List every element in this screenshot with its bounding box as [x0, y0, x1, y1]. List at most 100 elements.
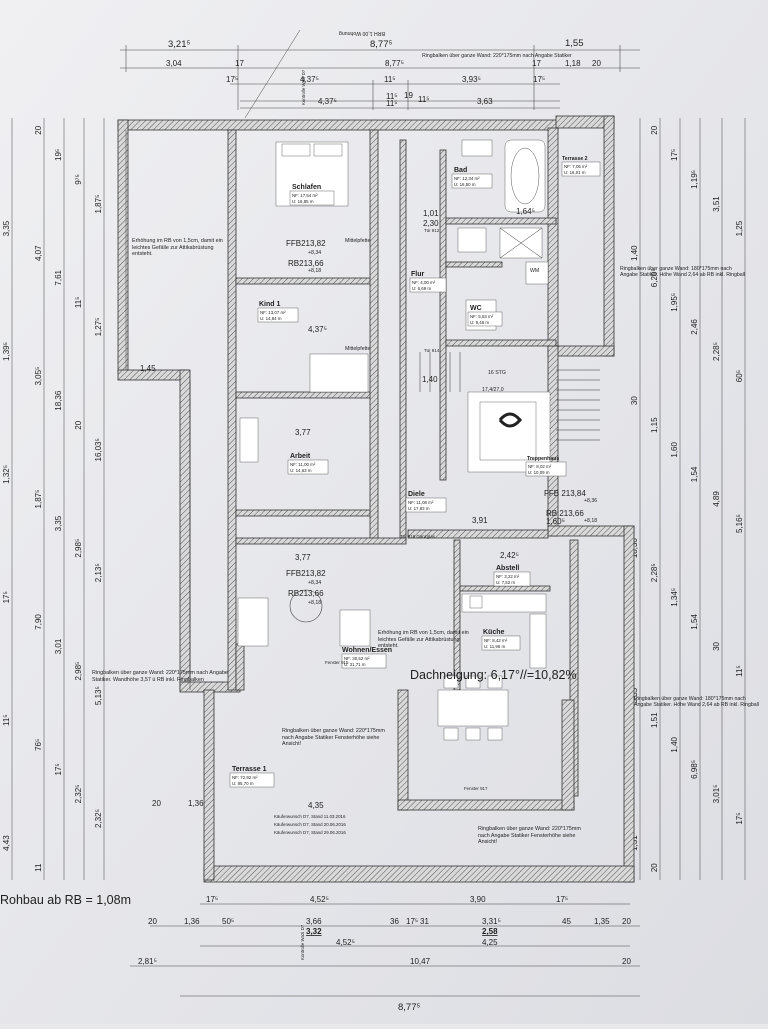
room-arbeit: Arbeit NF: 11,00 m² U: 14,63 m [287, 453, 329, 475]
right-dim-23: 5,35 [630, 687, 639, 703]
dim-r3-3: 11⁵ [384, 75, 396, 84]
svg-text:+8,34: +8,34 [308, 250, 321, 256]
dim-r2-3: 8,77⁵ [385, 59, 404, 68]
svg-text:NF: 13,07 m²: NF: 13,07 m² [260, 310, 286, 315]
dim-r5-3: 3,63 [477, 97, 493, 106]
svg-text:RB213,66: RB213,66 [288, 589, 324, 598]
svg-text:1,40: 1,40 [422, 375, 438, 384]
svg-text:3,31⁵: 3,31⁵ [482, 917, 501, 926]
svg-text:45: 45 [562, 917, 571, 926]
right-dim-27: 3,01⁵ [712, 785, 721, 804]
room-kueche: Küche NF: 8,42 m² U: 11,96 m [481, 629, 521, 651]
svg-text:NF: 4,00 m²: NF: 4,00 m² [412, 280, 436, 285]
svg-text:Treppenhaus: Treppenhaus [527, 456, 559, 462]
left-dim-23: 5,13⁵ [94, 686, 103, 705]
left-dim-26: 17⁵ [54, 763, 63, 775]
svg-text:U: 16,01 m: U: 16,01 m [564, 170, 586, 175]
interior-walls [235, 129, 557, 691]
svg-text:Arbeit: Arbeit [290, 453, 311, 460]
svg-text:RB213,66: RB213,66 [288, 259, 324, 268]
svg-text:3,90: 3,90 [470, 895, 486, 904]
right-dim-13: 1,60 [670, 442, 679, 458]
svg-text:17⁵: 17⁵ [406, 917, 418, 926]
fenster-917: Fenster 917 [464, 786, 488, 791]
svg-text:U: 17,83 m: U: 17,83 m [408, 506, 430, 511]
svg-text:U: 31,71 m: U: 31,71 m [344, 662, 366, 667]
dim-r2-1: 3,04 [166, 59, 182, 68]
room-kind-1: Kind 1 NF: 13,07 m² U: 14,84 m [257, 301, 299, 323]
svg-text:50⁵: 50⁵ [222, 917, 234, 926]
outer-walls [117, 115, 635, 883]
dim-r4-2: 19 [404, 91, 413, 100]
dim-r3-2: 4,37⁵ [300, 75, 319, 84]
room-wc: WC NF: 5,53 m² U: 9,46 m [467, 305, 503, 327]
bottom-dimension-chain: 17⁵ 4,52⁵ 3,90 17⁵ 20 1,36 50⁵ 3,66 36 1… [130, 895, 640, 1013]
left-dim-13: 16,03⁵ [94, 438, 103, 461]
dim-r4-3: 11⁵ [418, 95, 430, 104]
fenster-915: Fenster 915 [325, 660, 349, 665]
svg-text:U: 14,63 m: U: 14,63 m [290, 468, 312, 473]
room-terrasse-2: Terrasse 2 NF: 7,05 m² U: 16,01 m [561, 156, 601, 177]
room-treppenhaus: Treppenhaus NF: 8,02 m² U: 10,09 m [525, 456, 567, 477]
right-dim-10: 60⁵ [735, 370, 744, 382]
right-dim-8: 2,46 [690, 319, 699, 335]
left-dim-14: 1,32⁵ [2, 465, 11, 484]
svg-text:17⁵: 17⁵ [556, 895, 568, 904]
svg-text:4,37⁵: 4,37⁵ [308, 325, 327, 334]
svg-text:NF: 11,08 m²: NF: 11,08 m² [408, 500, 434, 505]
svg-text:Kind 1: Kind 1 [259, 301, 280, 308]
right-dim-29: 1,31 [630, 835, 639, 851]
tuer-916: Tür 916 Ganzglas [400, 534, 436, 539]
left-dim-27: 2,32⁵ [74, 785, 83, 804]
svg-text:20: 20 [622, 917, 631, 926]
dim-r5-1: 4,37⁵ [318, 97, 337, 106]
right-dim-28: 17⁵ [735, 812, 744, 824]
left-dim-8: 1,27⁵ [94, 317, 103, 336]
dim-top-1: 3,21⁵ [168, 39, 190, 50]
room-labels: Schlafen NF: 17,54 m² U: 16,85 m Bad NF:… [229, 156, 601, 788]
right-dim-5: 1,40 [630, 245, 639, 261]
svg-text:4,52⁵: 4,52⁵ [336, 938, 355, 947]
svg-text:U: 14,84 m: U: 14,84 m [260, 316, 282, 321]
svg-text:4,25: 4,25 [482, 938, 498, 947]
svg-text:+8,34: +8,34 [308, 580, 321, 586]
room-diele: Diele NF: 11,08 m² U: 17,83 m [405, 491, 447, 513]
svg-text:+8,18: +8,18 [308, 600, 321, 606]
svg-text:Diele: Diele [408, 491, 425, 498]
rohbau-label: Rohbau ab RB = 1,08m [0, 893, 131, 907]
left-dim-25: 76⁵ [34, 739, 43, 751]
left-dim-29: 4,43 [2, 835, 11, 851]
left-dimension-labels: 2019⁵9⁷⁵1,87⁵3,354,077,6111⁵1,27⁵1,39⁵3,… [2, 125, 103, 872]
left-dim-9: 1,39⁵ [2, 342, 11, 361]
svg-text:20: 20 [622, 957, 631, 966]
left-dim-12: 20 [74, 420, 83, 429]
left-dim-22: 2,98⁵ [74, 662, 83, 681]
mittelpfette-1: Mittelpfette [345, 238, 370, 244]
svg-text:NF: 30,52 m²: NF: 30,52 m² [344, 656, 370, 661]
svg-text:Terrasse 1: Terrasse 1 [232, 766, 267, 773]
kontrolle-bottom: Kontrolle Wa2i D7 [300, 924, 305, 960]
svg-text:NF: 72,92 m²: NF: 72,92 m² [232, 775, 258, 780]
right-dim-19: 1,34⁵ [670, 588, 679, 607]
right-dim-26: 6,98⁵ [690, 760, 699, 779]
wm-label: WM [530, 268, 539, 274]
right-dim-30: 20 [650, 863, 659, 872]
stair-dim: 17,4/27,0 [482, 387, 504, 393]
svg-text:NF: 8,42 m²: NF: 8,42 m² [484, 638, 508, 643]
dim-r4-1: 11⁵ [386, 92, 398, 101]
room-wohnen-essen: Wohnen/Essen NF: 30,52 m² U: 31,71 m [341, 647, 392, 669]
svg-text:4,35: 4,35 [308, 801, 324, 810]
kaufer-3: Käuferwunsch D7, Stand 29.06.2016 [274, 830, 346, 835]
right-dim-6: 6,20⁵ [650, 268, 659, 287]
svg-text:Flur: Flur [411, 271, 424, 278]
erhoehung-note-1: Erhöhung im RB von 1,5cm, damit ein leic… [132, 238, 223, 257]
svg-text:8,77⁵: 8,77⁵ [398, 1002, 420, 1013]
svg-text:31: 31 [420, 917, 429, 926]
svg-text:1,35: 1,35 [594, 917, 610, 926]
svg-text:1,64⁵: 1,64⁵ [516, 207, 535, 216]
left-dim-2: 9⁷⁵ [74, 174, 83, 185]
right-dim-24: 1,51 [650, 712, 659, 728]
left-dim-16: 3,35 [54, 515, 63, 531]
